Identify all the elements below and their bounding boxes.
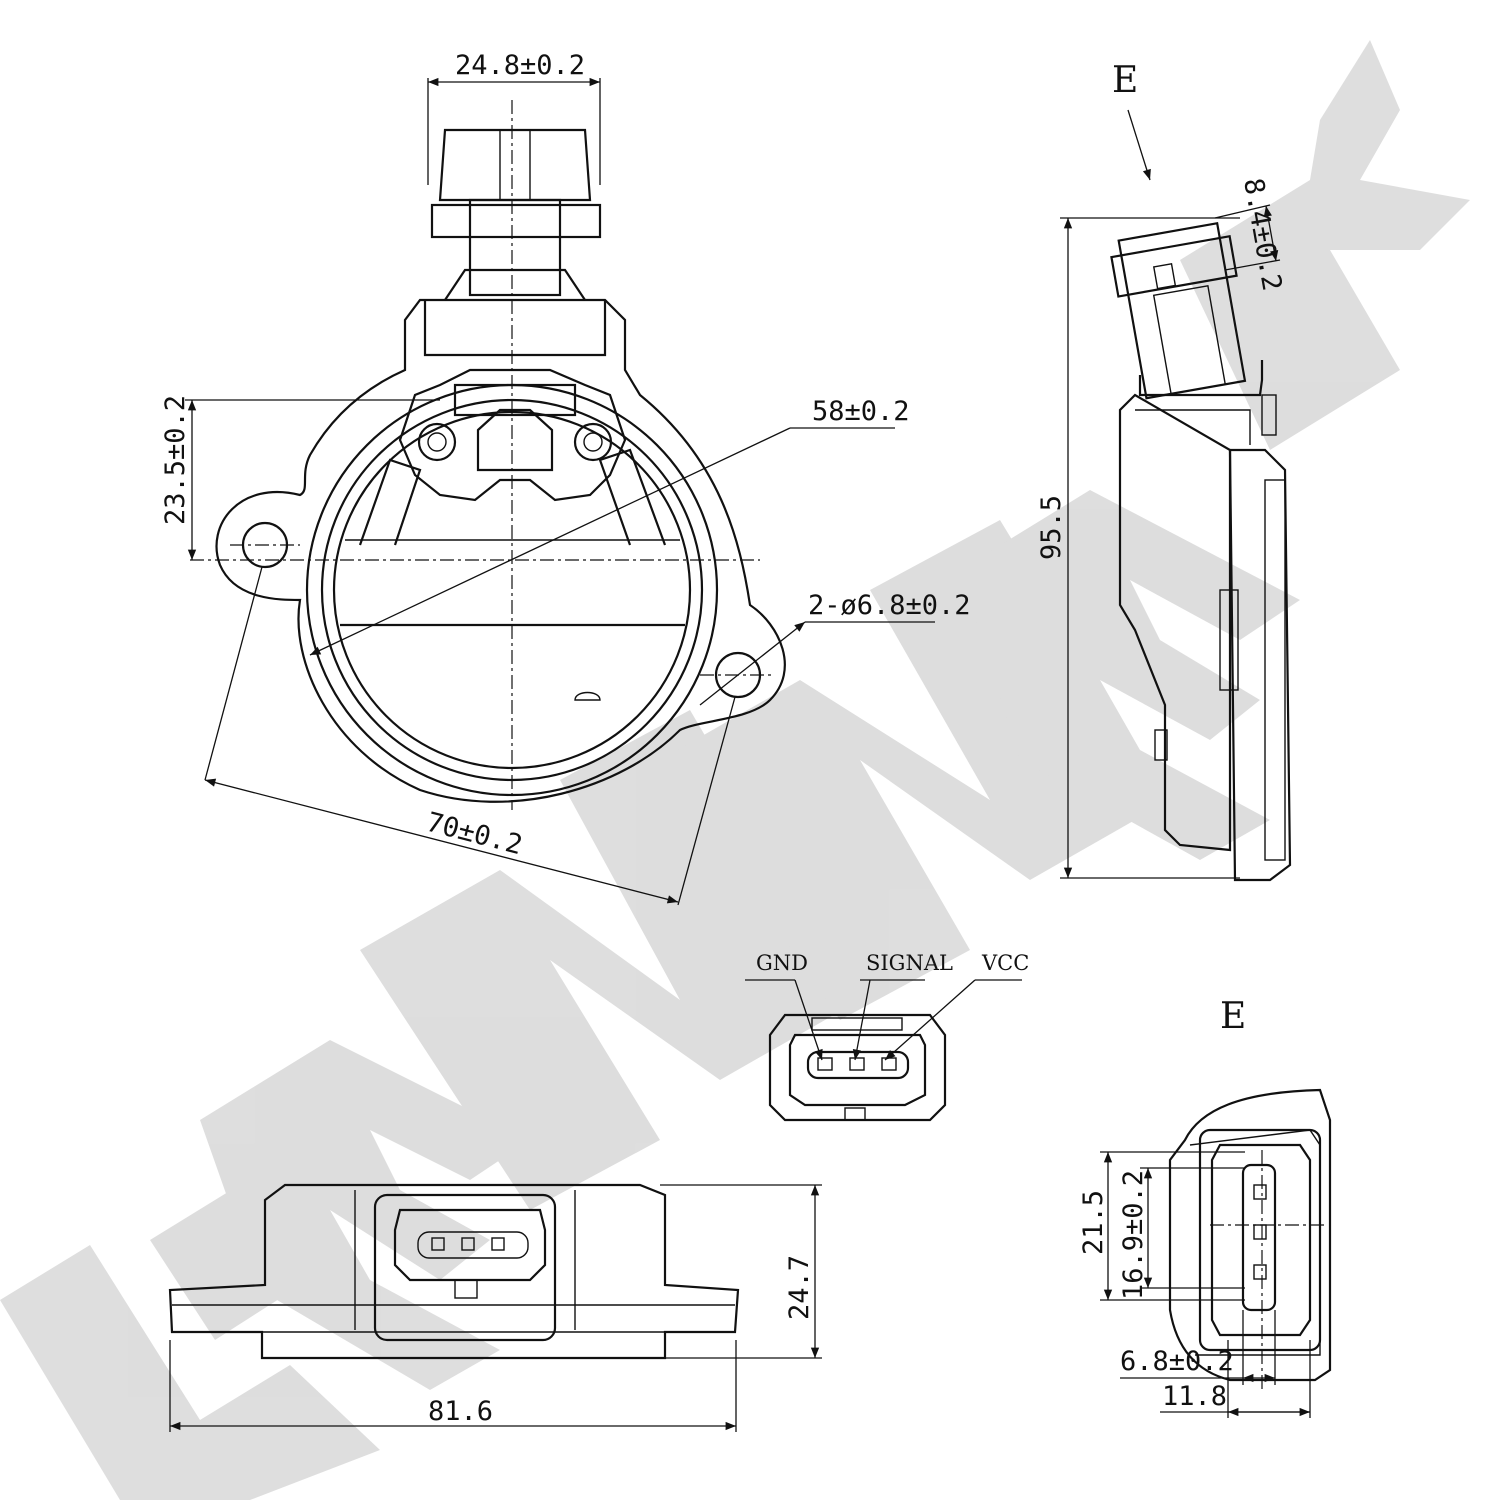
detail-outline xyxy=(1168,1088,1332,1382)
neck-shoulder xyxy=(444,268,586,301)
pin-2 xyxy=(849,1057,865,1071)
pinout-latch xyxy=(811,1017,903,1031)
dim-view-e-outer: 21.5 xyxy=(1078,1190,1109,1255)
bottom-key xyxy=(454,1279,478,1299)
pin-label-gnd: GND xyxy=(756,951,808,975)
connector-key xyxy=(499,129,531,201)
guide-left xyxy=(358,458,422,546)
dim-hole-spacing: 70±0.2 xyxy=(423,807,525,861)
pinout-housing xyxy=(768,1013,947,1122)
dim-connector-width: 24.8±0.2 xyxy=(455,50,585,81)
head-bolt-right xyxy=(573,422,613,462)
connector-latch xyxy=(430,203,602,239)
dim-housing-diameter: 58±0.2 xyxy=(812,396,910,427)
watermark xyxy=(0,40,1470,1500)
locator-tab xyxy=(574,691,601,701)
detail-inner-outline xyxy=(1189,1129,1321,1356)
dim-view-e-inner: 16.9±0.2 xyxy=(1118,1170,1149,1300)
dim-flange-offset: 23.5±0.2 xyxy=(160,395,191,525)
detail-pin-1 xyxy=(1253,1184,1267,1200)
head-top-block xyxy=(453,383,577,417)
connector-stem xyxy=(468,198,562,297)
dim-side-height: 95.5 xyxy=(1036,495,1067,560)
dim-line-hole-spacing xyxy=(204,778,679,904)
detail-view-e: E 21.5 16.9±0.2 6.8±0.2 11.8 xyxy=(1078,996,1332,1418)
head-bolt-left-inner xyxy=(427,432,447,452)
dim-mount-holes: 2-ø6.8±0.2 xyxy=(808,590,971,621)
head-bolt-right-inner xyxy=(583,432,603,452)
detail-housing xyxy=(1198,1128,1322,1352)
side-flange xyxy=(1228,448,1292,882)
bottom-body xyxy=(168,1183,740,1360)
dim-line-housing-diameter xyxy=(309,427,791,656)
pin-leader-vcc xyxy=(884,979,976,1061)
neck xyxy=(423,300,607,357)
detail-pin-3 xyxy=(1253,1264,1267,1280)
pin-label-vcc: VCC xyxy=(981,951,1029,975)
pinout-view: GND SIGNAL VCC xyxy=(745,951,1029,1122)
side-body-top xyxy=(1135,409,1251,445)
view-arrow-e xyxy=(1127,109,1151,181)
side-neck xyxy=(1138,360,1264,397)
side-tab xyxy=(1219,589,1239,691)
pinout-key xyxy=(844,1107,866,1121)
view-label-e-side: E xyxy=(1112,60,1138,101)
bottom-pin-2 xyxy=(461,1237,475,1251)
guide-right xyxy=(598,448,667,546)
side-clip xyxy=(1154,729,1168,761)
detail-contact-column xyxy=(1241,1163,1277,1312)
pin-1 xyxy=(817,1057,833,1071)
front-view: 24.8±0.2 23.5±0.2 58±0.2 2-ø6.8±0.2 70±0… xyxy=(160,50,971,906)
dim-base-height: 24.7 xyxy=(784,1255,815,1320)
dim-view-e-slot: 6.8±0.2 xyxy=(1120,1346,1234,1377)
pinout-contact-row xyxy=(806,1050,910,1080)
dim-base-length: 81.6 xyxy=(428,1396,493,1427)
pin-leader-gnd xyxy=(794,979,823,1061)
side-connector xyxy=(1110,221,1247,400)
dim-line-connector-depth xyxy=(1263,205,1279,262)
pin-label-signal: SIGNAL xyxy=(866,951,953,975)
sensor-head xyxy=(398,368,627,502)
pin-3 xyxy=(881,1057,897,1071)
bottom-view: 81.6 24.7 xyxy=(168,1183,822,1432)
detail-cavity xyxy=(1210,1143,1312,1337)
side-flange-rib xyxy=(1264,479,1286,861)
connector-plug xyxy=(438,128,592,202)
head-chip xyxy=(476,408,554,472)
side-neck-lip xyxy=(1261,394,1277,436)
bottom-pin-1 xyxy=(431,1237,445,1251)
side-body xyxy=(1118,393,1232,852)
bottom-pin-3 xyxy=(491,1237,505,1251)
view-label-e-detail: E xyxy=(1220,996,1246,1037)
head-bolt-left xyxy=(417,422,457,462)
bottom-contact-row xyxy=(417,1231,529,1259)
dim-line-mount-holes xyxy=(699,621,806,706)
detail-pin-2 xyxy=(1253,1224,1267,1240)
flange-outline xyxy=(215,298,786,803)
pin-leader-signal xyxy=(852,979,871,1061)
bottom-connector xyxy=(373,1193,557,1342)
bottom-connector-cavity xyxy=(393,1208,547,1282)
pinout-cavity xyxy=(788,1033,927,1107)
dim-view-e-width: 11.8 xyxy=(1162,1381,1227,1412)
